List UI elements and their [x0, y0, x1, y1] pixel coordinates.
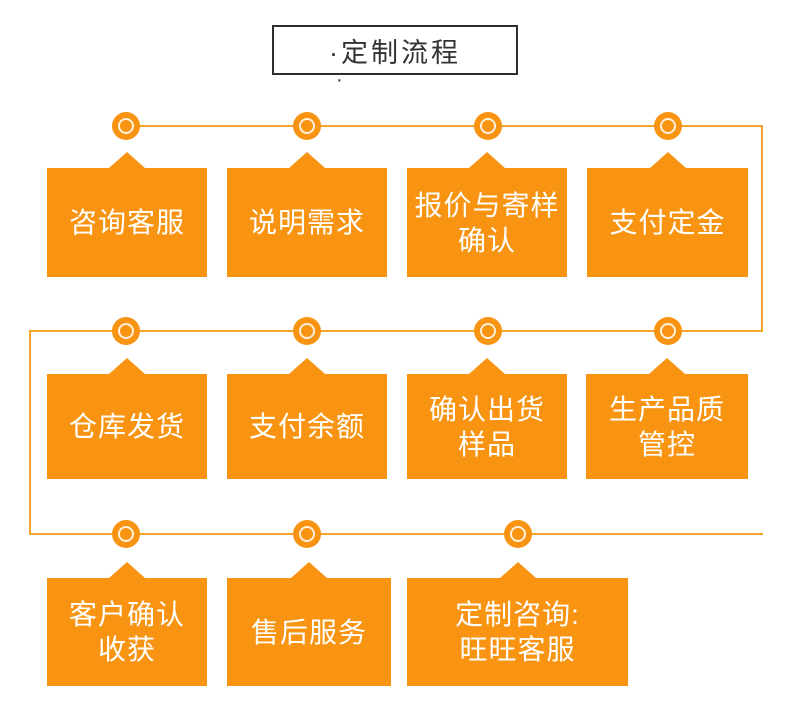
node-ring-icon [118, 118, 134, 134]
step-box-production-quality-control: 生产品质 管控 [586, 374, 748, 479]
node-ring-icon [480, 323, 496, 339]
node-ring-icon [299, 118, 315, 134]
timeline-line-row-2 [30, 330, 763, 332]
step-label: 仓库发货 [68, 411, 185, 442]
timeline-node-icon [293, 317, 321, 345]
node-ring-icon [510, 526, 526, 542]
node-ring-icon [299, 323, 315, 339]
step-box-warehouse-ship: 仓库发货 [47, 374, 207, 479]
timeline-node-icon [504, 520, 532, 548]
step-box-pay-deposit: 支付定金 [587, 168, 748, 277]
timeline-node-icon [654, 112, 682, 140]
step-box-confirm-shipment-sample: 确认出货 样品 [407, 374, 567, 479]
node-ring-icon [480, 118, 496, 134]
node-ring-icon [660, 323, 676, 339]
step-label: 报价与寄样 确认 [414, 189, 560, 256]
timeline-node-icon [474, 317, 502, 345]
step-box-explain-needs: 说明需求 [227, 168, 387, 277]
node-ring-icon [660, 118, 676, 134]
node-ring-icon [118, 526, 134, 542]
step-label: 定制咨询: 旺旺客服 [455, 599, 580, 665]
step-label: 咨询客服 [68, 207, 185, 238]
step-label: 售后服务 [250, 616, 367, 648]
timeline-node-icon [112, 317, 140, 345]
step-box-customer-confirm-receipt: 客户确认 收获 [47, 578, 207, 686]
connector-line-right-down [761, 125, 763, 332]
stray-dot: · [336, 69, 343, 91]
step-label: 支付定金 [609, 207, 726, 238]
timeline-line-row-1 [126, 125, 763, 127]
connector-line-left-down [29, 330, 31, 535]
step-label: 确认出货 样品 [428, 393, 545, 460]
timeline-node-icon [293, 520, 321, 548]
step-label: 说明需求 [248, 207, 365, 238]
step-box-pay-balance: 支付余额 [227, 374, 387, 479]
step-box-after-sales-service: 售后服务 [227, 578, 391, 686]
step-label: 支付余额 [248, 411, 365, 442]
step-box-quote-sample-confirm: 报价与寄样 确认 [407, 168, 567, 277]
title-box: ·定制流程 [272, 25, 518, 75]
step-label: 生产品质 管控 [608, 393, 725, 460]
timeline-node-icon [112, 520, 140, 548]
timeline-line-row-3 [30, 533, 763, 535]
node-ring-icon [118, 323, 134, 339]
timeline-node-icon [654, 317, 682, 345]
title-text: ·定制流程 [329, 37, 461, 68]
timeline-node-icon [112, 112, 140, 140]
step-label: 客户确认 收获 [68, 599, 185, 665]
step-box-custom-consult-wangwang: 定制咨询: 旺旺客服 [407, 578, 628, 686]
node-ring-icon [299, 526, 315, 542]
timeline-node-icon [293, 112, 321, 140]
timeline-node-icon [474, 112, 502, 140]
step-box-consult-service: 咨询客服 [47, 168, 207, 277]
